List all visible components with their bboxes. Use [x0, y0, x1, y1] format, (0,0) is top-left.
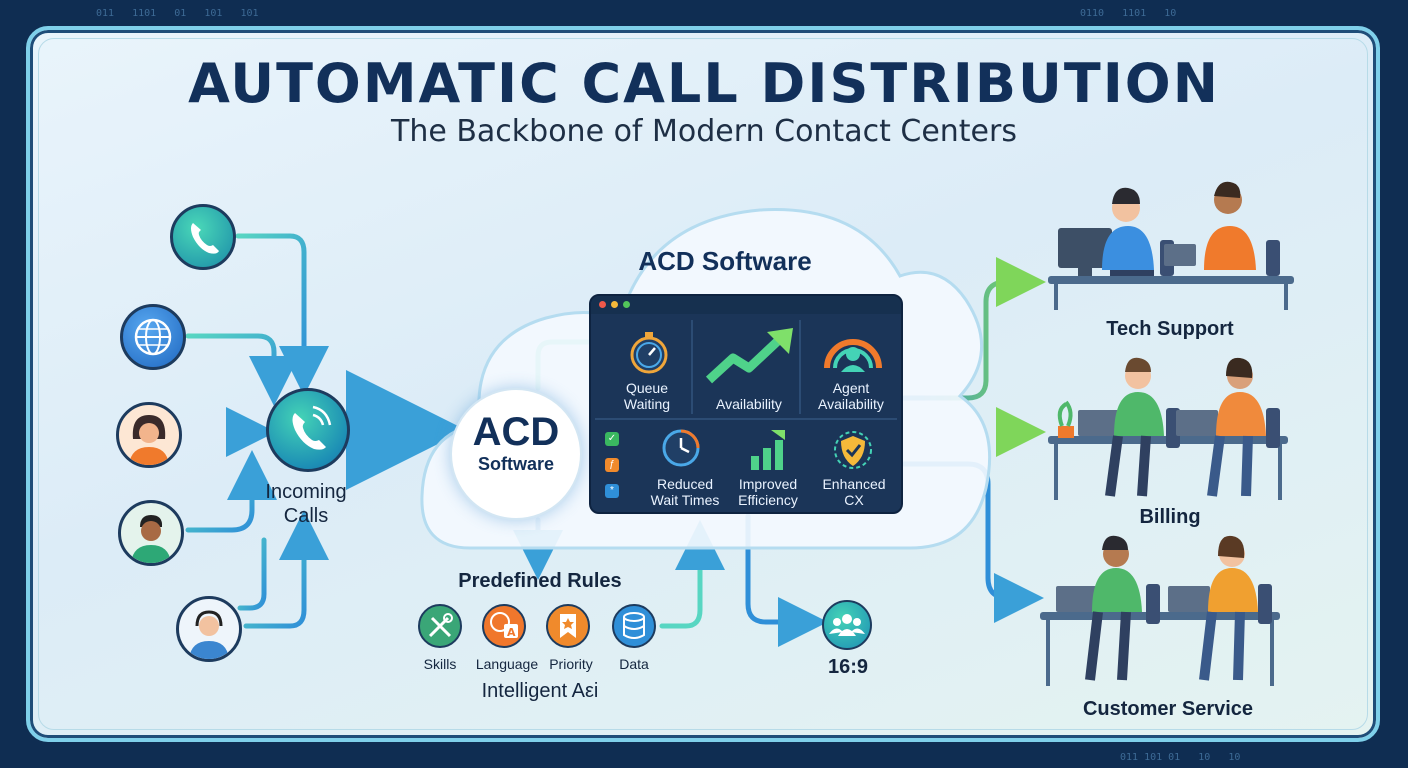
arrow-rules-to-dashboard: [659, 520, 725, 629]
priority-ribbon-icon: [560, 614, 576, 638]
tools-icon: [428, 613, 453, 638]
tile-label-line1: Queue: [625, 380, 669, 396]
incoming-calls-label-line2: Calls: [283, 505, 329, 527]
acd-core-subtitle: Software: [477, 454, 555, 474]
tile-label-line2: CX: [844, 492, 864, 508]
phone-ringing-icon: [292, 405, 332, 450]
rule-skills-badge: [418, 604, 462, 648]
intelligent-routing-label: Intelligent Aεi: [481, 680, 599, 702]
arrow-dashboard-to-overflow: [745, 513, 828, 647]
frame-inner-border: [38, 38, 1368, 730]
tile-label-line2: Availability: [818, 396, 884, 412]
globe-icon: [134, 318, 172, 356]
rule-language-badge: A: [482, 604, 526, 648]
tile-label-line2: Waiting: [623, 396, 671, 412]
source-customer-man: [118, 500, 184, 566]
rule-skills-label: Skills: [423, 656, 457, 672]
page-title: AUTOMATIC CALL DISTRIBUTION: [188, 52, 1220, 115]
tile-label-line2: Efficiency: [738, 492, 798, 508]
page-subtitle: The Backbone of Modern Contact Centers: [391, 114, 1017, 149]
acd-core-title: ACD: [472, 410, 560, 454]
decorative-binary-top-right: 0110 1101 10: [1080, 8, 1177, 19]
team-billing-label: Billing: [1139, 506, 1201, 528]
arrow-dashboard-to-core: [535, 339, 591, 391]
database-icon: [623, 612, 645, 639]
shield-check-icon: [834, 431, 872, 469]
phone-icon: [191, 223, 219, 254]
arrow-globe-to-hub: [185, 333, 299, 406]
tile-agent-availability: Agent Availability: [805, 380, 897, 412]
arrow-man-to-hub: [185, 450, 277, 533]
function-icon: ƒ: [605, 458, 619, 472]
rule-priority-badge: [546, 604, 590, 648]
tile-label-line2: Wait Times: [650, 492, 720, 508]
rule-data-label: Data: [619, 656, 649, 672]
tile-label-line1: Enhanced: [822, 476, 886, 492]
arrow-to-tech-support: [901, 257, 1046, 401]
overflow-label: 16:9: [827, 656, 869, 678]
decorative-binary-top-left: 011 1101 01 101 101: [96, 8, 259, 19]
tile-label-line1: Improved: [738, 476, 798, 492]
divider: [691, 320, 693, 414]
source-phone: [170, 204, 236, 270]
source-agent: [176, 596, 242, 662]
tile-label-line1: Reduced: [656, 476, 714, 492]
team-tech-support-label: Tech Support: [1106, 318, 1234, 340]
agent-gauge-icon: [824, 339, 882, 372]
rule-priority-label: Priority: [549, 656, 593, 672]
asterisk-icon: *: [605, 484, 619, 498]
incoming-calls-label: Incoming Calls: [238, 480, 374, 528]
arrow-to-customer-service: [901, 461, 1044, 623]
decorative-binary-bottom-right: 011 101 01 10 10: [1120, 752, 1241, 763]
bar-growth-icon: [751, 430, 785, 470]
check-icon: ✓: [605, 432, 619, 446]
clock-icon: [662, 429, 700, 467]
window-minimize-dot: [611, 301, 618, 308]
overflow-group-badge: [822, 600, 872, 650]
group-icon: [829, 614, 865, 636]
tile-improved-efficiency: Improved Efficiency: [723, 476, 813, 508]
divider: [799, 320, 801, 414]
rule-language-label: Language: [475, 656, 539, 672]
tile-reduced-wait-times: Reduced Wait Times: [635, 476, 735, 508]
svg-text:A: A: [507, 626, 516, 639]
arrow-phone-to-hub: [235, 233, 329, 396]
man-avatar-icon: [131, 515, 171, 563]
language-icon: A: [490, 612, 518, 639]
divider: [595, 418, 897, 420]
window-close-dot: [599, 301, 606, 308]
predefined-rules-heading: Predefined Rules: [458, 570, 622, 592]
window-maximize-dot: [623, 301, 630, 308]
tile-label-line1: Agent: [832, 380, 870, 396]
arrow-agent-branch: [237, 537, 267, 611]
trend-up-arrow-icon: [705, 328, 793, 384]
team-customer-service-label: Customer Service: [1082, 698, 1254, 720]
dashboard-titlebar: [591, 296, 901, 314]
stopwatch-icon: [630, 332, 668, 374]
tile-enhanced-cx: Enhanced CX: [811, 476, 897, 508]
headset-agent-avatar-icon: [189, 610, 229, 659]
acd-dashboard-window: Queue Waiting Availability Agent Availab…: [589, 294, 903, 514]
incoming-calls-hub: [266, 388, 350, 472]
arrow-agent-to-hub: [243, 510, 329, 629]
incoming-calls-label-line1: Incoming: [265, 481, 347, 503]
woman-avatar-icon: [129, 415, 169, 465]
acd-cloud-heading: ACD Software: [638, 246, 812, 276]
tile-queue-waiting: Queue Waiting: [603, 380, 691, 412]
tile-label-line2: Availability: [716, 396, 782, 412]
rule-data-badge: [612, 604, 656, 648]
source-customer-woman: [116, 402, 182, 468]
tile-availability: Availability: [699, 396, 799, 412]
acd-software-core: ACD Software: [450, 388, 582, 520]
source-web: [120, 304, 186, 370]
